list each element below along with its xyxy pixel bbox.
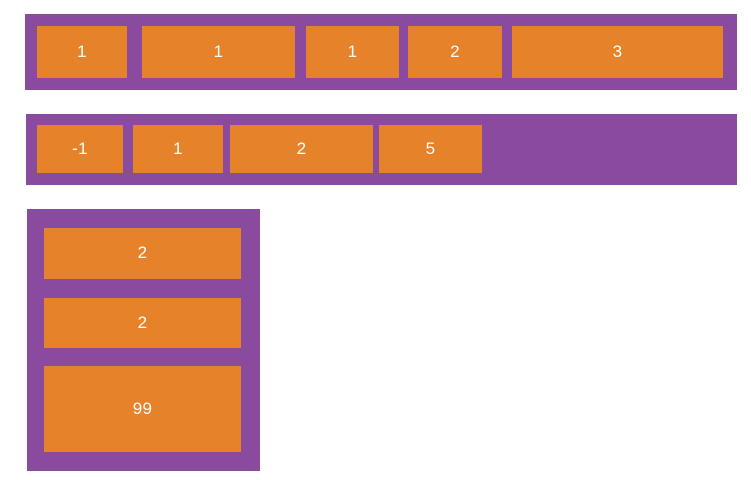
array-cell-value: 5	[425, 138, 436, 158]
array-cell[interactable]: 3	[512, 26, 723, 78]
array-cell-value: 2	[450, 41, 460, 61]
array-cell-value: 2	[137, 312, 148, 332]
array-cell[interactable]: 2	[408, 26, 502, 78]
array-cell-value: 1	[77, 41, 87, 61]
array-container-row-2: -1 1 2 5	[26, 114, 737, 185]
array-cell[interactable]: -1	[37, 125, 123, 173]
array-cell[interactable]: 99	[44, 366, 241, 452]
array-container-row-1: 1 1 1 2 3	[25, 14, 737, 90]
array-cell[interactable]: 1	[37, 26, 127, 78]
array-cell[interactable]: 1	[133, 125, 223, 173]
array-cell-value: 1	[213, 41, 224, 61]
array-cell-value: 3	[612, 41, 623, 61]
array-cell[interactable]: 1	[306, 26, 399, 78]
array-cell[interactable]: 2	[44, 298, 241, 348]
array-cell-value: 2	[296, 138, 307, 158]
array-cell-value: 99	[132, 398, 153, 418]
array-cell-value: 1	[173, 138, 183, 158]
array-cell[interactable]: 5	[379, 125, 482, 173]
array-cell[interactable]: 1	[142, 26, 295, 78]
array-container-row-3: 2 2 99	[27, 209, 260, 471]
array-cell-value: -1	[72, 138, 88, 158]
array-cell[interactable]: 2	[230, 125, 373, 173]
array-cell-value: 2	[137, 243, 148, 262]
array-cell[interactable]: 2	[44, 228, 241, 279]
array-cell-value: 1	[347, 41, 358, 61]
